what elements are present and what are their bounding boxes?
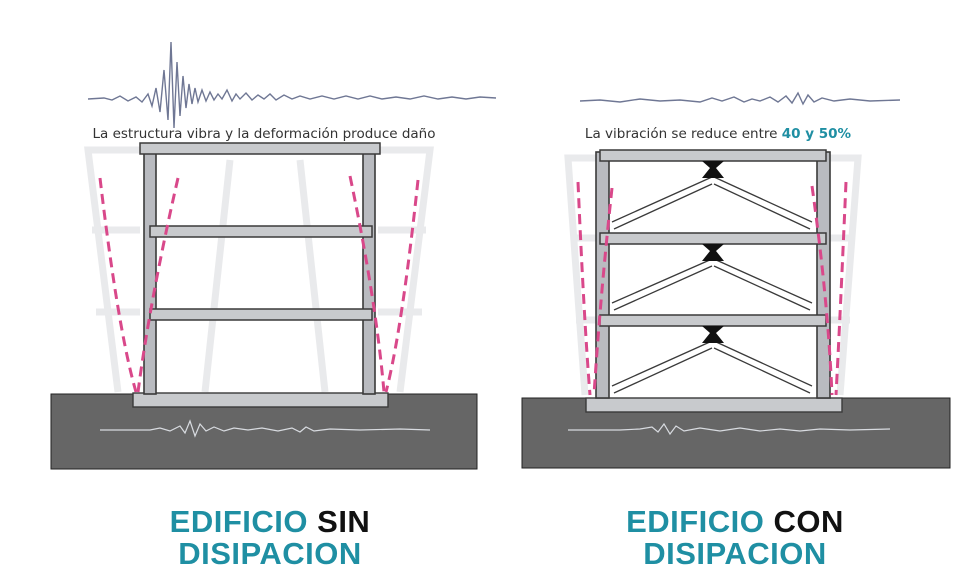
- damper-icon: [702, 326, 724, 343]
- left-base-slab: [132, 392, 389, 408]
- left-floor-beam-top: [139, 142, 381, 155]
- left-column-right: [362, 145, 376, 395]
- left-column-left: [143, 145, 157, 395]
- left-seismogram: [87, 41, 497, 129]
- left-deformation-outer-left: [98, 177, 138, 393]
- left-deformation-inner-right: [348, 175, 386, 393]
- left-deformation-inner-left: [136, 177, 180, 393]
- right-ground-seismogram: [568, 422, 891, 436]
- left-title-highlight: EDIFICIO: [169, 504, 309, 539]
- left-ghost-outline: [84, 146, 434, 393]
- left-ground-seismogram: [100, 419, 431, 438]
- right-base-slab: [585, 397, 843, 413]
- right-dampers: [702, 161, 724, 343]
- right-title-rest: CON: [773, 504, 844, 539]
- right-chevron-braces: [611, 176, 813, 394]
- right-floor-beam-lower: [599, 314, 827, 327]
- right-seismogram: [579, 91, 901, 106]
- right-deformation-outer-right: [834, 181, 848, 396]
- left-title-line2: DISIPACION: [178, 536, 362, 571]
- left-deformation-outer-right: [384, 179, 420, 393]
- right-deformation-lines: [576, 181, 848, 396]
- right-title-highlight: EDIFICIO: [626, 504, 765, 539]
- right-deformation-inner-left: [592, 187, 614, 396]
- left-caption: La estructura vibra y la deformación pro…: [92, 126, 435, 142]
- damper-icon: [702, 161, 724, 178]
- damper-icon: [702, 244, 724, 261]
- right-building-diagram: La vibración se reduce entre 40 y 50%: [521, 91, 951, 469]
- left-floor-beam-lower: [149, 308, 373, 321]
- right-caption: La vibración se reduce entre 40 y 50%: [585, 126, 852, 142]
- right-deformation-outer-left: [576, 181, 592, 396]
- left-deformation-lines: [98, 175, 420, 393]
- right-floor-beam-middle: [599, 232, 827, 245]
- right-caption-highlight: 40 y 50%: [782, 126, 852, 142]
- left-title: EDIFICIO SIN DISIPACION: [85, 506, 455, 570]
- right-title-line2: DISIPACION: [643, 536, 827, 571]
- right-caption-prefix: La vibración se reduce entre: [585, 126, 778, 142]
- left-building-diagram: La estructura vibra y la deformación pro…: [50, 41, 497, 470]
- right-title: EDIFICIO CON DISIPACION: [550, 506, 920, 570]
- right-floor-beam-top: [599, 149, 827, 162]
- left-floor-beam-middle: [149, 225, 373, 238]
- left-title-rest: SIN: [317, 504, 371, 539]
